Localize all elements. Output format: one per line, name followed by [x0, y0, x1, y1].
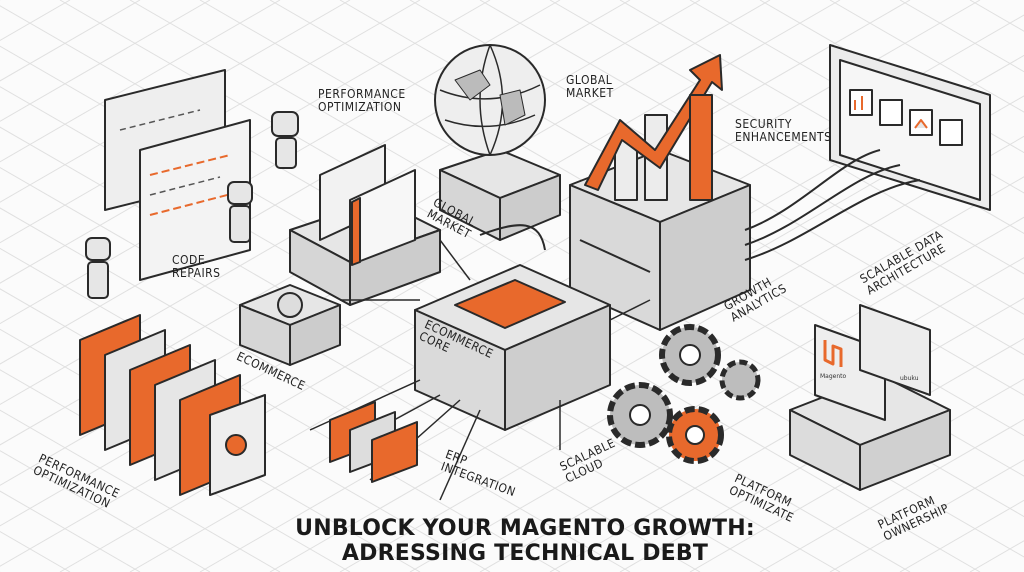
grid-line [479, 257, 1024, 572]
grid-line [0, 0, 491, 284]
platform-server-graphic [789, 304, 951, 491]
grid-line [339, 176, 1024, 572]
grid-line [0, 0, 211, 122]
grid-line [409, 216, 1024, 572]
headline-title: UNBLOCK YOUR MAGENTO GROWTH:ADRESSING TE… [295, 516, 755, 566]
growth-analytics-server-graphic [569, 54, 751, 331]
ecommerce-core-graphic [414, 264, 611, 431]
data-pipes [479, 149, 921, 261]
grid-line [619, 338, 1024, 572]
performance-server-graphic [289, 144, 441, 306]
grid-line [0, 409, 281, 572]
grid-line [829, 459, 1024, 572]
analytics-dashboard-graphic [829, 44, 991, 211]
grid-line [549, 0, 1024, 275]
grid-line [0, 0, 911, 527]
globe-graphic [434, 44, 561, 241]
robot-graphic [271, 111, 299, 169]
code-window-graphic [104, 69, 251, 281]
gears-graphic [607, 324, 761, 464]
grid-line [0, 0, 561, 325]
file-folders-graphic [79, 314, 266, 496]
grid-line [0, 0, 421, 244]
grid-line [829, 0, 1024, 113]
ecommerce-module-graphic [239, 284, 341, 366]
ubuku-logo-text: ubuku [900, 375, 919, 382]
grid-line [0, 0, 281, 163]
grid-line [269, 135, 1024, 572]
grid-line [0, 0, 771, 446]
erp-folders-graphic [329, 401, 418, 483]
grid-line [0, 450, 211, 572]
grid-line [549, 297, 1024, 572]
magento-logo-text: Magento [820, 373, 847, 380]
grid-line [759, 418, 1024, 572]
grid-line [0, 288, 491, 572]
robot-graphic [227, 181, 253, 243]
grid-line [619, 0, 1024, 234]
robot-graphic [85, 237, 111, 299]
